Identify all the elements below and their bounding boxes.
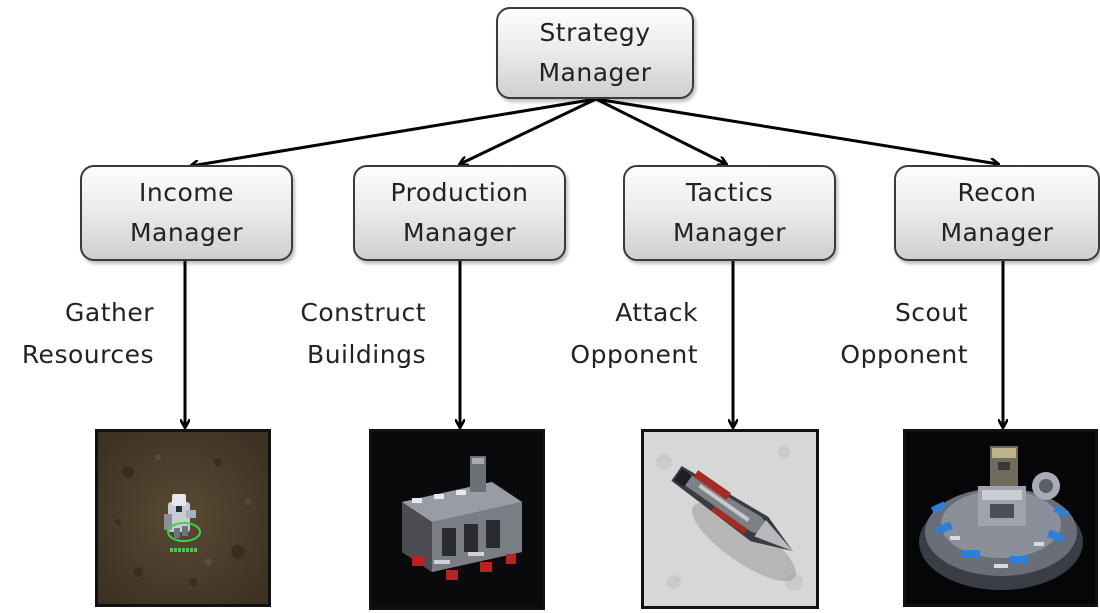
construct-buildings-label: Construct Buildings — [300, 298, 426, 369]
gather-resources-label: Gather Resources — [21, 298, 154, 369]
recon-manager-node: Recon Manager — [894, 165, 1100, 261]
recon-manager-label: Recon Manager — [940, 178, 1054, 247]
strategy-manager-label: Strategy Manager — [538, 18, 652, 87]
tactics-manager-label: Tactics Manager — [672, 178, 787, 247]
command-center-image — [903, 429, 1098, 607]
scout-opponent-label: Scout Opponent — [840, 298, 968, 369]
income-manager-node: Income Manager — [80, 165, 293, 261]
worker-unit-image — [95, 429, 271, 607]
production-manager-node: Production Manager — [353, 165, 566, 261]
production-manager-label: Production Manager — [390, 178, 529, 247]
arrow-strategy-to-tactics — [595, 97, 726, 164]
income-manager-label: Income Manager — [129, 178, 244, 247]
tactics-manager-node: Tactics Manager — [623, 165, 836, 261]
arrow-strategy-to-recon — [595, 97, 998, 164]
arrow-strategy-to-income — [191, 97, 597, 166]
strategy-manager-node: Strategy Manager — [496, 7, 694, 99]
factory-building-image — [369, 429, 545, 610]
vulture-unit-image — [641, 429, 819, 609]
attack-opponent-label: Attack Opponent — [570, 298, 698, 369]
arrow-strategy-to-production — [460, 97, 597, 164]
